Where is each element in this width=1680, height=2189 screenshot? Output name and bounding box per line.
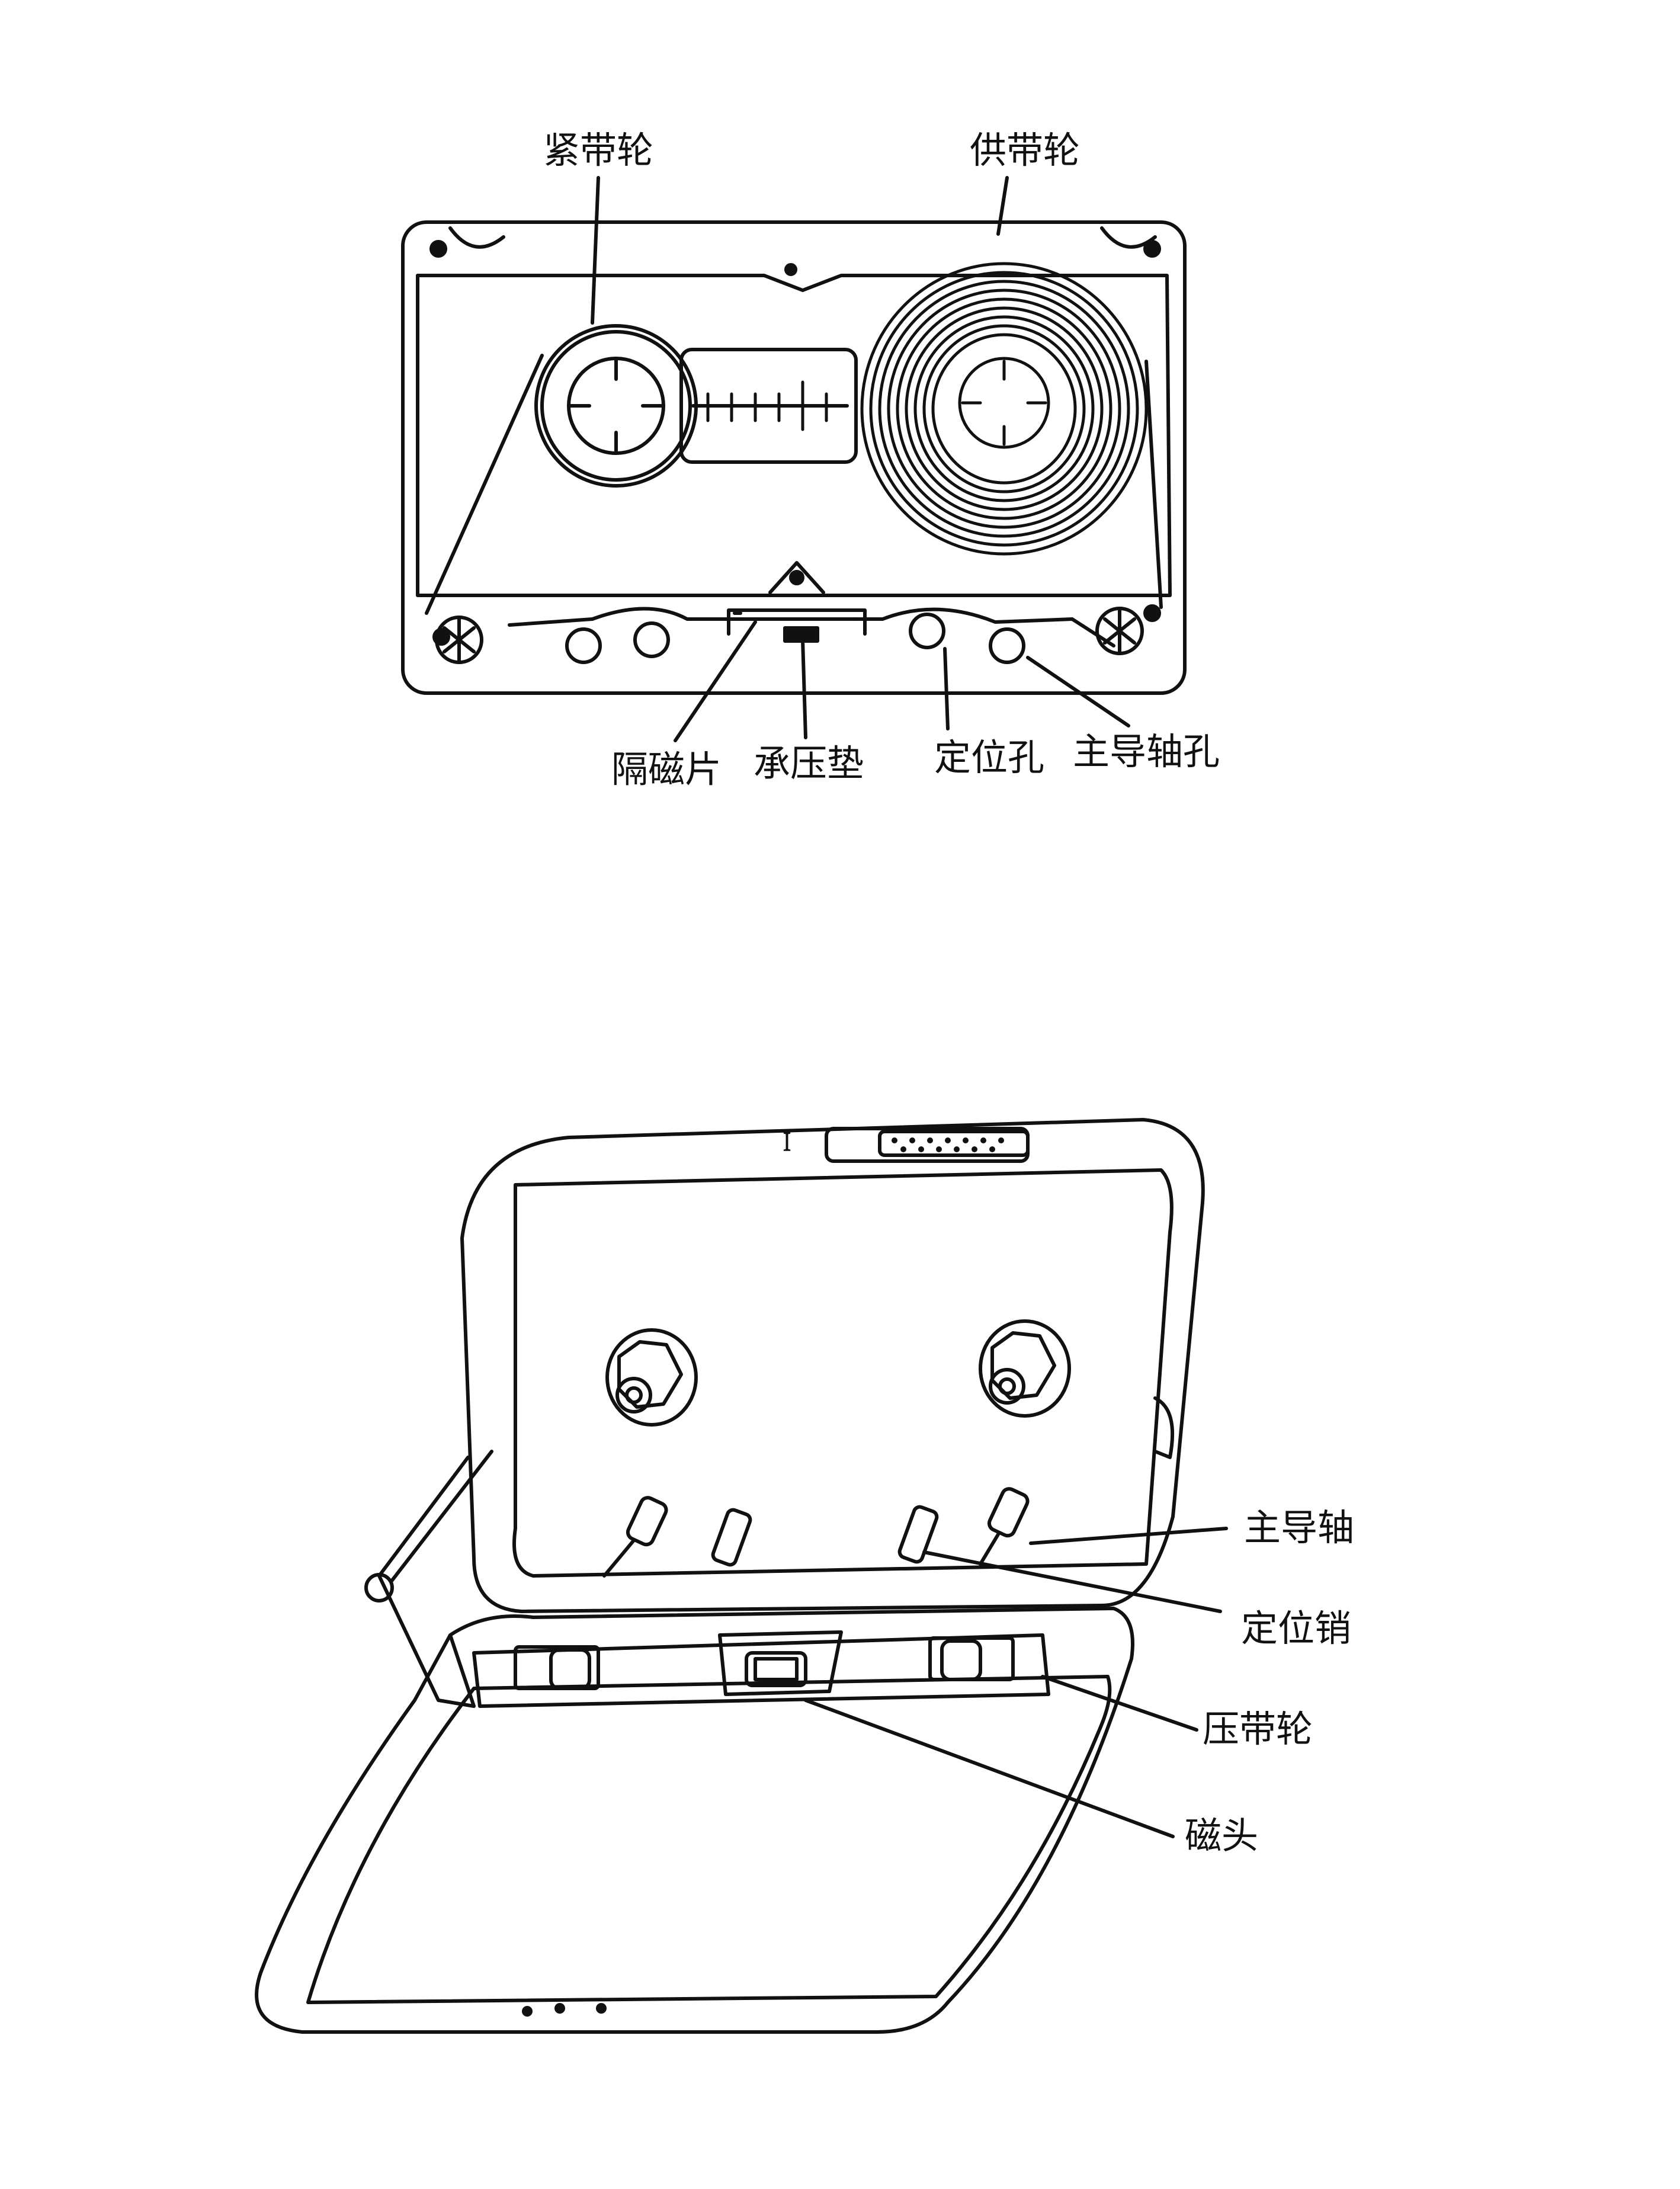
left-roller bbox=[435, 616, 483, 664]
label-pressure-pad: 承压垫 bbox=[754, 742, 864, 785]
deck-labels: 主导轴 定位销 压带轮 磁头 bbox=[1185, 1506, 1354, 1857]
top-left-notch bbox=[448, 226, 505, 249]
left-capstan bbox=[602, 1496, 668, 1578]
take-up-reel-graphic bbox=[534, 324, 698, 488]
magnetic-head-graphic bbox=[718, 1630, 843, 1696]
right-pinch-roller bbox=[928, 1636, 1015, 1681]
right-roller bbox=[1095, 607, 1144, 655]
right-pin bbox=[897, 1505, 939, 1564]
label-supply-reel: 供带轮 bbox=[970, 129, 1080, 172]
locating-hole-right bbox=[909, 613, 945, 649]
center-guide bbox=[768, 561, 825, 594]
deck-lid-inner bbox=[512, 1168, 1174, 1578]
deck-base-inner bbox=[306, 1675, 1112, 2004]
right-capstan bbox=[979, 1487, 1030, 1566]
right-spindle bbox=[979, 1319, 1071, 1418]
cassette-labels: 紧带轮 供带轮 隔磁片 承压垫 定位孔 主导轴孔 bbox=[543, 129, 1220, 791]
capstan-hole-right bbox=[989, 627, 1025, 664]
cassette-drawing bbox=[401, 176, 1187, 742]
label-capstan: 主导轴 bbox=[1244, 1506, 1354, 1549]
capstan-hole-left bbox=[565, 627, 602, 664]
label-pinch-roller: 压带轮 bbox=[1203, 1707, 1313, 1751]
label-locating-hole: 定位孔 bbox=[934, 736, 1044, 779]
left-pin bbox=[711, 1508, 752, 1567]
magnetic-shield-graphic bbox=[727, 608, 867, 636]
deck-drawing: ꟷ bbox=[255, 1118, 1228, 2034]
label-magnetic-head: 磁头 bbox=[1185, 1814, 1258, 1857]
hinge-arm bbox=[377, 1456, 476, 1708]
locating-hole-left bbox=[633, 621, 670, 658]
deck-base bbox=[255, 1607, 1134, 2034]
cassette-shell bbox=[401, 220, 1187, 695]
label-magnetic-shield: 隔磁片 bbox=[611, 748, 722, 791]
label-capstan-hole: 主导轴孔 bbox=[1073, 730, 1220, 773]
cassette-label-panel bbox=[416, 274, 1172, 597]
supply-reel-graphic bbox=[860, 262, 1148, 556]
cassette-bottom-ridge bbox=[508, 607, 1115, 648]
deck-lid bbox=[460, 1118, 1205, 1613]
tape-window bbox=[679, 348, 858, 464]
left-spindle bbox=[605, 1328, 698, 1427]
label-locating-pin: 定位销 bbox=[1241, 1607, 1351, 1650]
svg-text:ꟷ: ꟷ bbox=[773, 1131, 803, 1152]
label-take-up-reel: 紧带轮 bbox=[543, 129, 653, 172]
left-pinch-roller bbox=[514, 1645, 600, 1690]
